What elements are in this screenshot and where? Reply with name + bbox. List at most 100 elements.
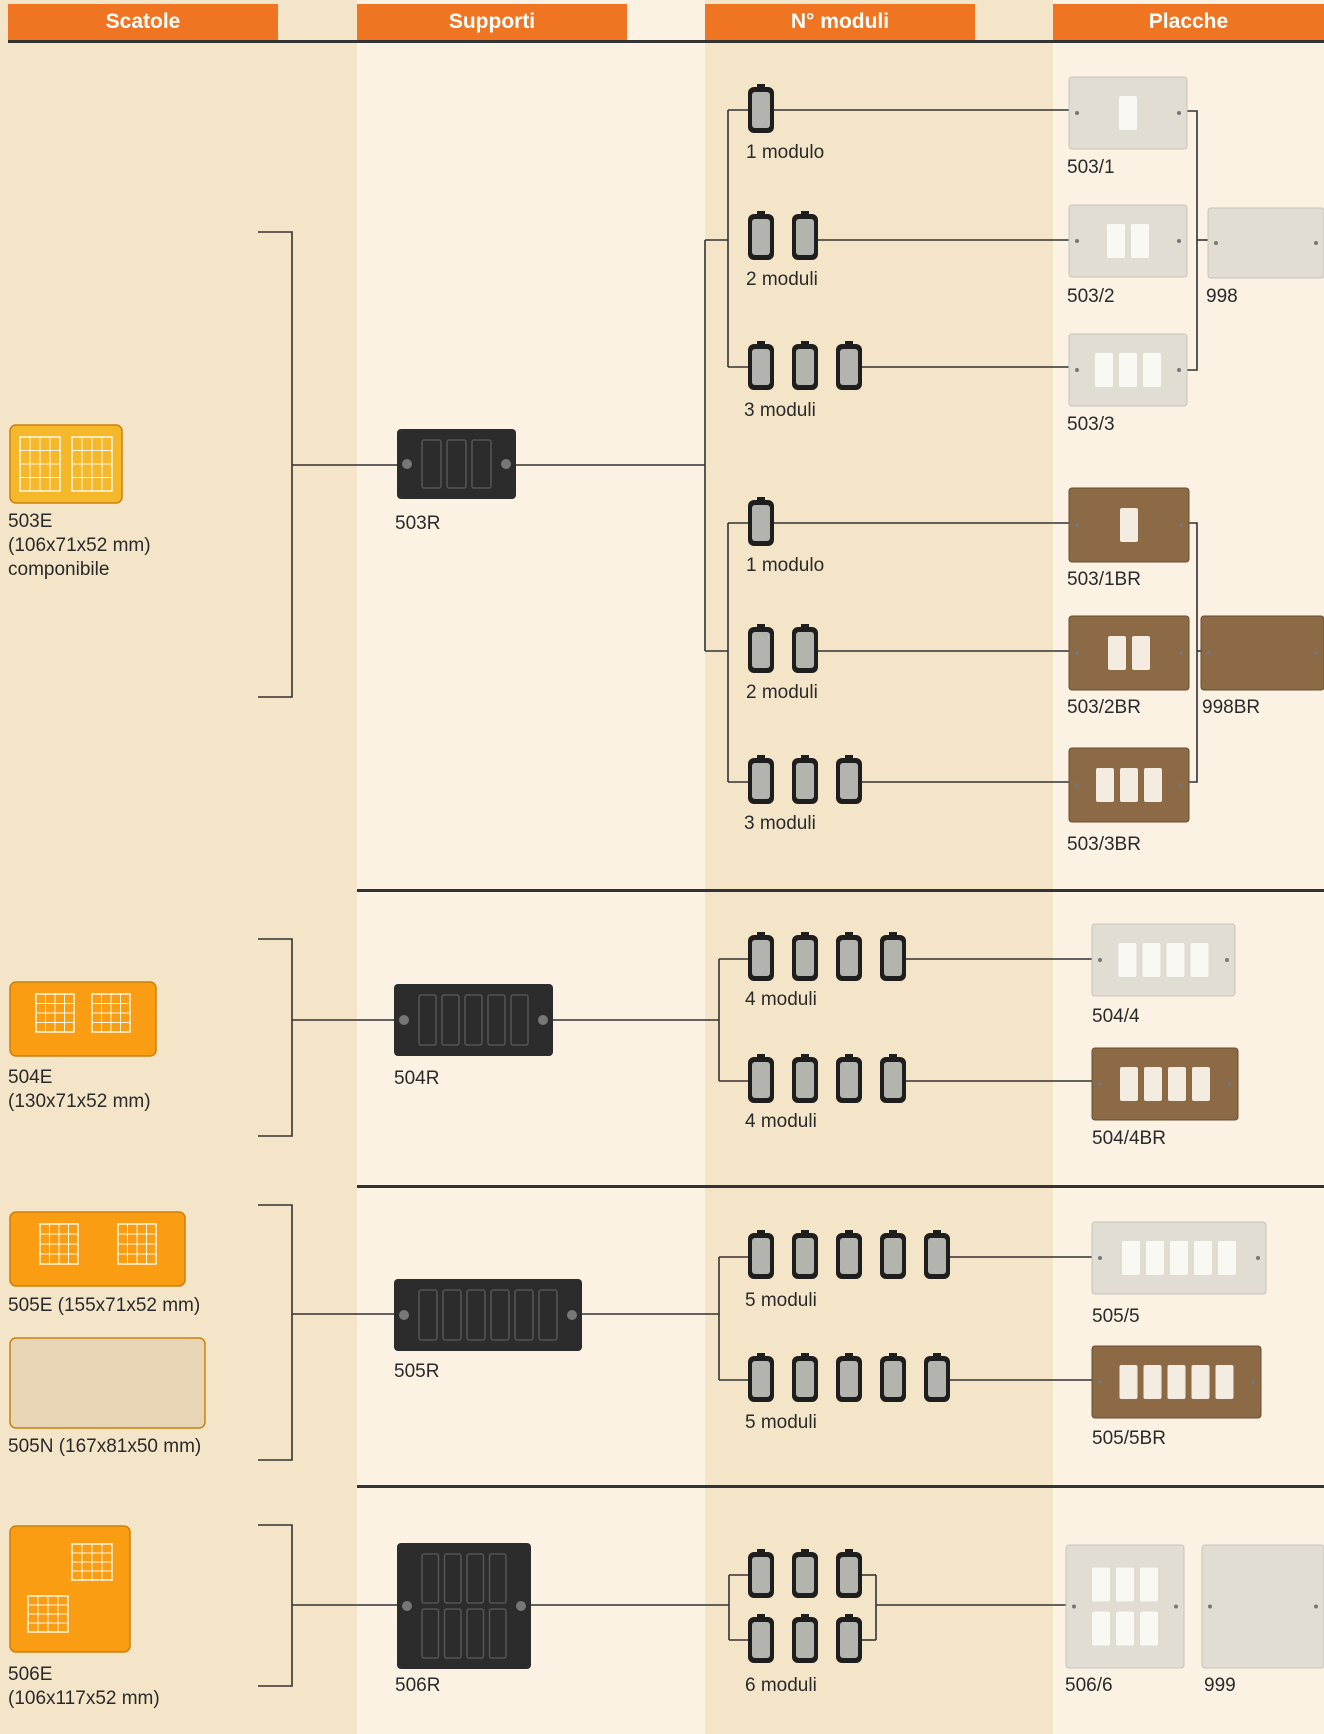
- module-tab: [845, 1054, 853, 1058]
- plate-window: [1143, 943, 1161, 977]
- module-count-label: 1 modulo: [746, 554, 824, 578]
- module-tab: [845, 932, 853, 936]
- module-tab: [801, 932, 809, 936]
- plate-window: [1194, 1241, 1212, 1275]
- module-icon: [792, 1353, 818, 1402]
- module-face: [796, 1622, 814, 1658]
- box-body: [10, 1338, 205, 1428]
- plate-body: [1201, 616, 1324, 690]
- module-icon: [880, 1353, 906, 1402]
- module-count-label: 1 modulo: [746, 141, 824, 165]
- module-icon: [792, 1549, 818, 1598]
- module-tab: [757, 1614, 765, 1618]
- cover-plate: [1069, 77, 1187, 149]
- module-face: [796, 219, 814, 255]
- module-face: [752, 763, 770, 799]
- plate-window: [1116, 1568, 1134, 1602]
- module-tab: [889, 1353, 897, 1357]
- module-face: [796, 1062, 814, 1098]
- module-face: [840, 763, 858, 799]
- cover-plate: [1069, 334, 1187, 406]
- module-icon: [792, 211, 818, 260]
- plate-screw: [1098, 1082, 1102, 1086]
- plate-window: [1146, 1241, 1164, 1275]
- module-icon: [748, 1054, 774, 1103]
- plate-label: 504/4BR: [1092, 1127, 1166, 1151]
- plate-window: [1192, 1365, 1210, 1399]
- module-tab: [757, 1353, 765, 1357]
- module-tab: [933, 1230, 941, 1234]
- module-icon: [880, 932, 906, 981]
- module-tab: [757, 932, 765, 936]
- box-504e-dims: (130x71x52 mm): [8, 1090, 151, 1114]
- plate-label: 998: [1206, 285, 1238, 309]
- module-face: [796, 349, 814, 385]
- cover-plate: [1069, 488, 1189, 562]
- plate-label: 506/6: [1065, 1674, 1113, 1698]
- cover-plate: [1092, 1048, 1238, 1120]
- cover-plate: [1201, 616, 1324, 690]
- module-icon: [924, 1230, 950, 1279]
- module-icon: [748, 624, 774, 673]
- module-count-label: 3 moduli: [744, 812, 816, 836]
- plate-window: [1167, 943, 1185, 977]
- module-icon: [836, 1614, 862, 1663]
- plate-window: [1116, 1612, 1134, 1646]
- plate-screw: [1075, 368, 1079, 372]
- plate-window: [1144, 768, 1162, 802]
- cover-plate: [1092, 924, 1235, 996]
- plate-window: [1092, 1612, 1110, 1646]
- plate-window: [1170, 1241, 1188, 1275]
- box-506e-code: 506E: [8, 1663, 52, 1687]
- module-icon: [748, 932, 774, 981]
- plate-screw: [1075, 239, 1079, 243]
- plate-label: 503/1BR: [1067, 568, 1141, 592]
- plate-screw: [1075, 111, 1079, 115]
- plate-screw: [1075, 783, 1079, 787]
- module-tab: [801, 1054, 809, 1058]
- module-face: [840, 1361, 858, 1397]
- module-icon: [836, 1353, 862, 1402]
- plate-screw: [1225, 958, 1229, 962]
- module-count-label: 5 moduli: [745, 1411, 817, 1435]
- module-face: [796, 763, 814, 799]
- module-tab: [933, 1353, 941, 1357]
- support-504r-label: 504R: [394, 1067, 439, 1091]
- support-screw: [402, 1601, 412, 1611]
- wall-box: [10, 1212, 185, 1286]
- module-face: [840, 1622, 858, 1658]
- module-tab: [801, 1230, 809, 1234]
- cover-plate: [1208, 208, 1324, 278]
- plate-window: [1108, 636, 1126, 670]
- module-face: [928, 1361, 946, 1397]
- plate-screw: [1228, 1082, 1232, 1086]
- module-face: [752, 1062, 770, 1098]
- module-tab: [801, 341, 809, 345]
- connector-line: [258, 232, 292, 697]
- plate-screw: [1314, 1605, 1318, 1609]
- plate-label: 505/5: [1092, 1305, 1140, 1329]
- module-tab: [845, 1353, 853, 1357]
- box-504e-code: 504E: [8, 1066, 52, 1090]
- plate-window: [1120, 768, 1138, 802]
- module-count-label: 2 moduli: [746, 681, 818, 705]
- plate-window: [1096, 768, 1114, 802]
- plate-screw: [1098, 1380, 1102, 1384]
- plate-window: [1192, 1067, 1210, 1101]
- support-frame: [397, 429, 516, 499]
- module-face: [796, 940, 814, 976]
- module-face: [752, 1557, 770, 1593]
- module-icon: [748, 1614, 774, 1663]
- plate-window: [1119, 96, 1137, 130]
- support-503r-label: 503R: [395, 512, 440, 536]
- module-count-label: 4 moduli: [745, 988, 817, 1012]
- module-icon: [836, 341, 862, 390]
- module-face: [840, 1557, 858, 1593]
- wall-box: [10, 1338, 205, 1428]
- module-face: [752, 940, 770, 976]
- plate-window: [1144, 1365, 1162, 1399]
- support-screw: [501, 459, 511, 469]
- plate-screw: [1098, 958, 1102, 962]
- module-icon: [792, 341, 818, 390]
